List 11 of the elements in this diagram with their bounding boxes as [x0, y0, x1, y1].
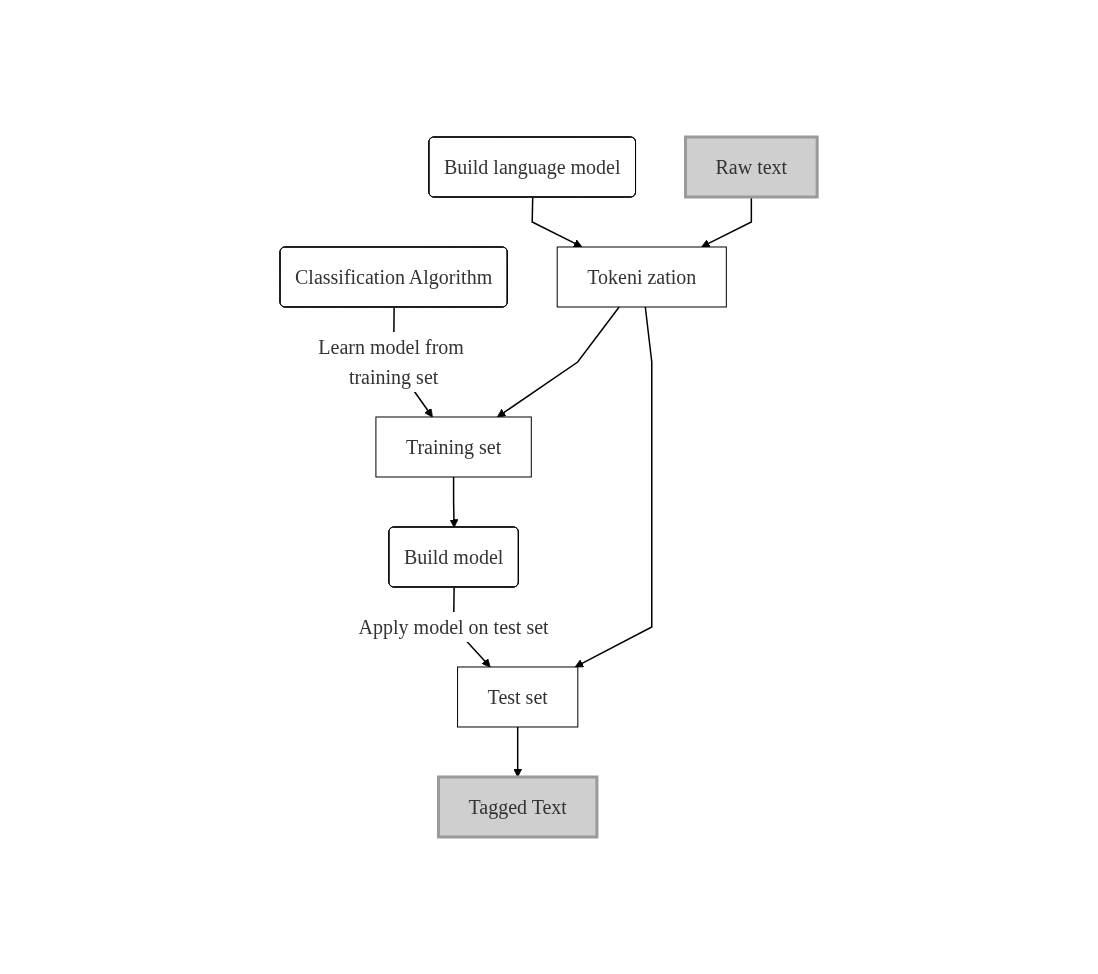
edge-label: Apply model on test set [359, 615, 549, 638]
arrow [575, 306, 653, 668]
arrow [531, 196, 583, 248]
node-box: Test set [457, 666, 579, 728]
arrow [497, 306, 621, 418]
node-box: Tokeni zation [557, 246, 728, 308]
arrow [449, 476, 459, 528]
node-box: Tagged Text [437, 775, 599, 839]
node-box: Raw text [684, 135, 820, 199]
edge-label: Learn model from training set [318, 336, 465, 388]
node-box: Training set [375, 416, 533, 478]
